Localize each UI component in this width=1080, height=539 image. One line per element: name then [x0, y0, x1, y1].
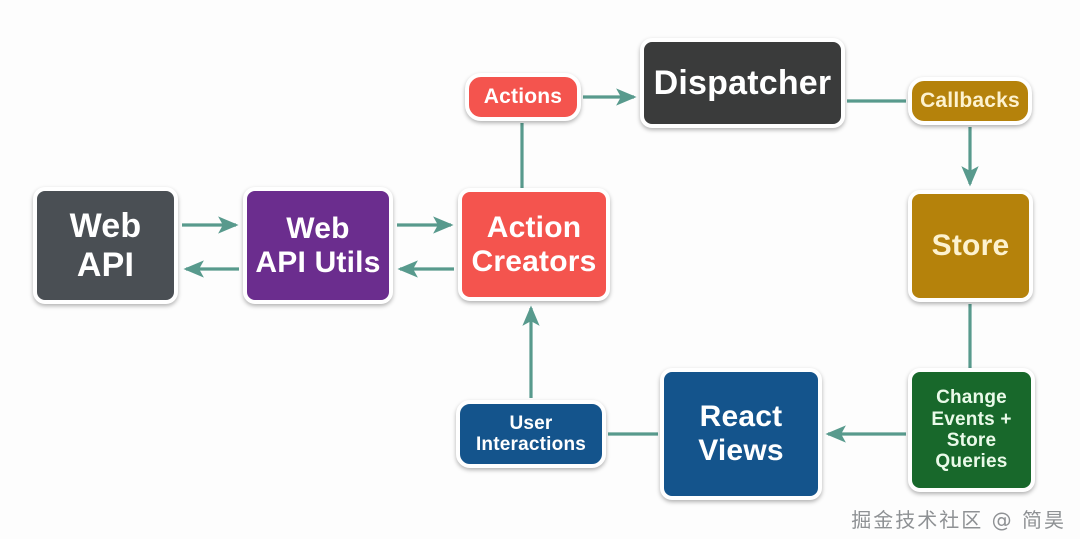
- node-action-creators-label: Action Creators: [471, 210, 597, 278]
- node-web-api-utils[interactable]: Web API Utils: [243, 187, 393, 304]
- node-user-interactions-label: User Interactions: [475, 412, 587, 455]
- node-actions-label: Actions: [483, 85, 563, 109]
- node-dispatcher-label: Dispatcher: [653, 63, 832, 102]
- node-callbacks[interactable]: Callbacks: [908, 77, 1032, 125]
- node-change-events-store-queries-label: Change Events + Store Queries: [931, 387, 1012, 473]
- node-callbacks-label: Callbacks: [920, 89, 1020, 113]
- node-user-interactions[interactable]: User Interactions: [456, 400, 606, 468]
- node-web-api[interactable]: Web API: [33, 187, 178, 304]
- node-web-api-utils-label: Web API Utils: [255, 211, 381, 279]
- node-dispatcher[interactable]: Dispatcher: [640, 38, 845, 128]
- node-actions[interactable]: Actions: [465, 73, 581, 121]
- node-store[interactable]: Store: [908, 190, 1033, 302]
- node-web-api-label: Web API: [69, 207, 142, 284]
- node-react-views-label: React Views: [698, 400, 784, 467]
- watermark-text: 掘金技术社区 @ 简昊: [851, 508, 1066, 532]
- node-change-events-store-queries[interactable]: Change Events + Store Queries: [908, 368, 1035, 492]
- node-action-creators[interactable]: Action Creators: [458, 188, 610, 301]
- node-react-views[interactable]: React Views: [660, 368, 822, 500]
- node-store-label: Store: [931, 229, 1010, 263]
